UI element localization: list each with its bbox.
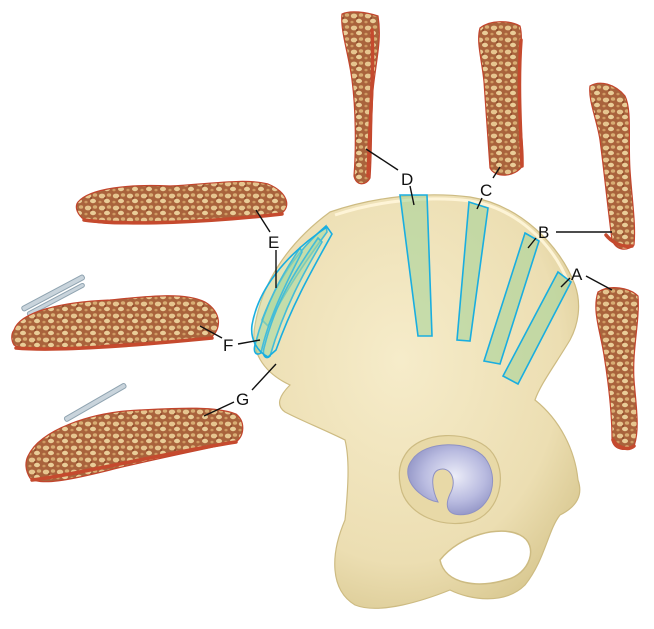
graft-e (76, 181, 286, 223)
label-d: D (401, 170, 413, 189)
label-g: G (236, 390, 249, 409)
leader-a (586, 276, 612, 290)
graft-c (479, 22, 524, 175)
graft-f (12, 274, 219, 349)
graft-d (342, 12, 380, 184)
label-f: F (223, 336, 233, 355)
label-e: E (268, 233, 279, 252)
label-b: B (538, 223, 549, 242)
graft-g (26, 383, 243, 482)
leader-g-zone (252, 364, 276, 390)
label-a: A (571, 265, 583, 284)
label-c: C (480, 181, 492, 200)
graft-a (596, 288, 638, 450)
graft-b (590, 83, 635, 249)
